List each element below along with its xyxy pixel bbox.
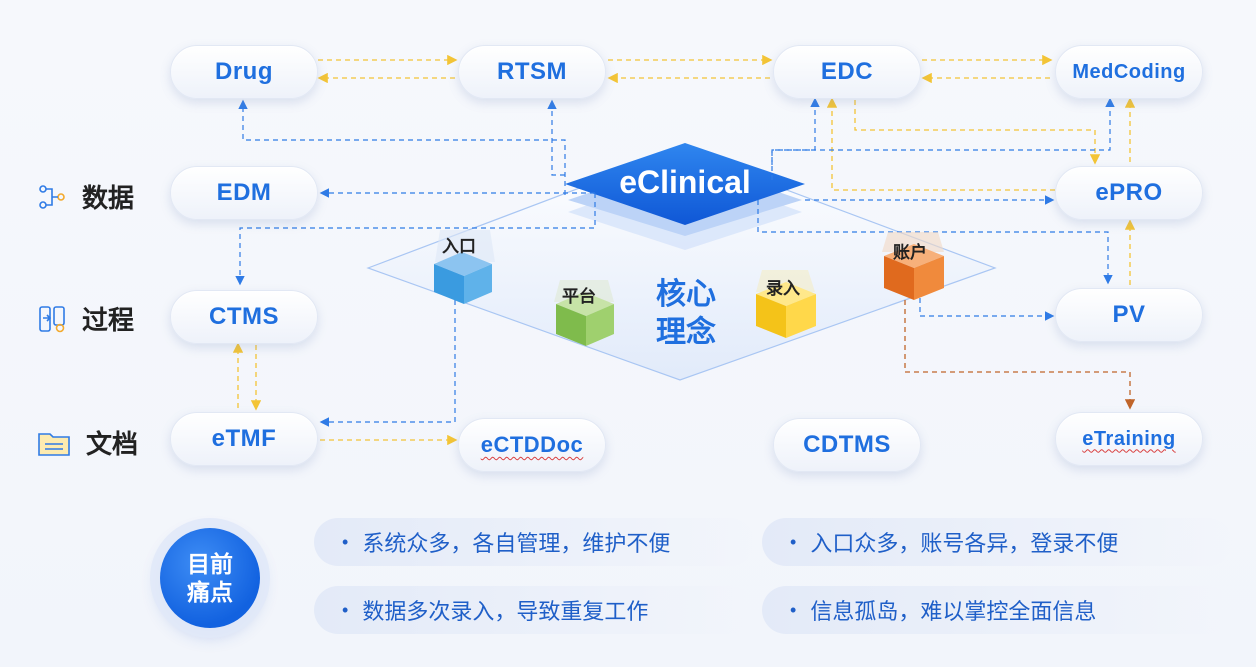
account-to-etraining-link (904, 300, 1136, 410)
eclinical-title: eClinical (619, 163, 751, 200)
pain-point-2: • 入口众多，账号各异，登录不便 (762, 518, 1232, 566)
core-platform (366, 149, 997, 381)
system-cdtms: CDTMS (773, 418, 921, 472)
pain-point-3: • 数据多次录入，导致重复工作 (314, 586, 754, 634)
system-pv: PV (1055, 288, 1203, 342)
cube-entry (434, 230, 495, 304)
data-flow-icon (38, 183, 66, 211)
pain-point-4-text: 信息孤岛，难以掌控全面信息 (810, 599, 1097, 624)
bullet-icon: • (790, 599, 797, 620)
system-drug: Drug (170, 45, 318, 99)
core-concept-label: 核心 理念 (648, 276, 724, 352)
system-epro: ePRO (1055, 166, 1203, 220)
pain-point-3-text: 数据多次录入，导致重复工作 (362, 599, 649, 624)
cube-platform (554, 280, 614, 346)
bullet-icon: • (790, 531, 797, 552)
system-ctms: CTMS (170, 290, 318, 344)
bullet-icon: • (342, 531, 349, 552)
system-etmf: eTMF (170, 412, 318, 466)
row-label-document: 文档 (38, 424, 138, 461)
row-label-data-text: 数据 (82, 183, 135, 213)
system-medcoding: MedCoding (1055, 45, 1203, 99)
core-line-1: 核心 (656, 278, 716, 311)
cube-account (882, 232, 944, 300)
row-label-process: 过程 (38, 300, 134, 337)
pain-points-badge: 目前 痛点 (160, 528, 260, 628)
pain-point-1: • 系统众多，各自管理，维护不便 (314, 518, 754, 566)
document-folder-icon (38, 430, 70, 456)
cube-label-input: 录入 (766, 279, 800, 298)
core-line-2: 理念 (656, 316, 716, 349)
system-ectddoc: eCTDDoc (458, 418, 606, 472)
process-icon (38, 304, 66, 334)
pain-point-2-text: 入口众多，账号各异，登录不便 (810, 531, 1119, 556)
row-label-document-text: 文档 (86, 429, 139, 459)
cube-label-account: 账户 (893, 243, 927, 262)
system-edm: EDM (170, 166, 318, 220)
bullet-icon: • (342, 599, 349, 620)
cube-label-entry: 入口 (442, 237, 476, 256)
cube-label-platform: 平台 (562, 287, 596, 306)
system-edc: EDC (773, 45, 921, 99)
eclinical-top (565, 143, 805, 225)
row-label-data: 数据 (38, 178, 134, 215)
pain-title-line-1: 目前 (187, 551, 233, 577)
pain-point-4: • 信息孤岛，难以掌控全面信息 (762, 586, 1232, 634)
pain-point-1-text: 系统众多，各自管理，维护不便 (362, 531, 671, 556)
pain-title-line-2: 痛点 (187, 579, 233, 605)
system-rtsm: RTSM (458, 45, 606, 99)
row-label-process-text: 过程 (82, 305, 135, 335)
cube-input (756, 270, 816, 338)
system-etraining: eTraining (1055, 412, 1203, 466)
